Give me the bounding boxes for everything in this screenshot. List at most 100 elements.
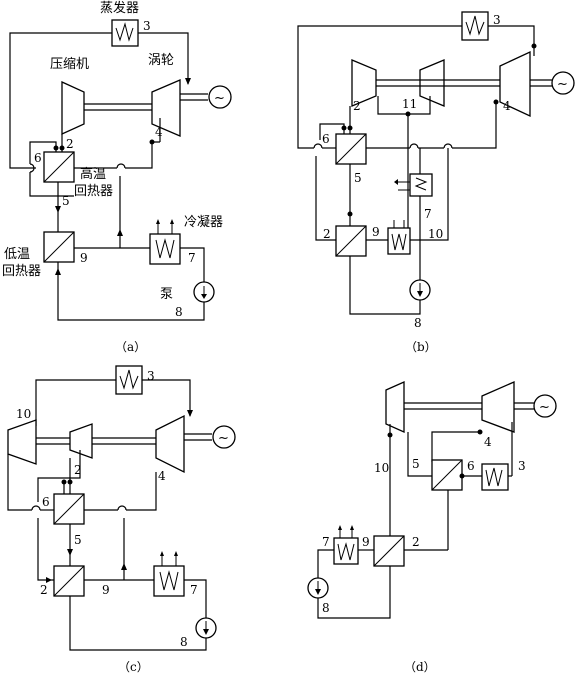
node-label: 7 xyxy=(190,583,198,597)
generator-icon xyxy=(551,71,575,95)
node-label: 8 xyxy=(322,601,330,615)
flow-line xyxy=(29,172,74,197)
flow-line xyxy=(452,102,497,149)
node-label: 2 xyxy=(66,137,74,151)
compressor-shape xyxy=(69,423,93,459)
label-hx-low: 低温 xyxy=(4,247,30,262)
node-label: 2 xyxy=(74,463,82,477)
diagonal xyxy=(335,133,367,165)
subfigure-a: 蒸发器 3 压缩机 涡轮 ~ 6 2 4 高温 回热器 xyxy=(2,0,232,354)
label-condenser: 冷凝器 xyxy=(184,214,223,230)
generator-icon xyxy=(208,85,232,109)
flow-line xyxy=(377,96,431,115)
node-label: 7 xyxy=(424,207,432,221)
generator-icon xyxy=(212,425,236,449)
crossover xyxy=(29,163,35,173)
arrow-icon xyxy=(350,525,354,530)
arrow-icon xyxy=(46,577,52,583)
node-label: 9 xyxy=(372,225,380,239)
flow-line xyxy=(407,432,432,477)
arrow-icon xyxy=(394,179,398,185)
node-label: 10 xyxy=(374,461,389,475)
flow-line xyxy=(7,454,32,511)
node-label: 10 xyxy=(428,227,443,241)
node-label: 2 xyxy=(353,99,361,113)
compressor-shape xyxy=(419,59,445,107)
node-label: 8 xyxy=(180,635,188,649)
arrow-icon xyxy=(156,219,160,224)
node-label: 8 xyxy=(414,316,422,330)
node-label: 4 xyxy=(484,435,492,449)
diagonal xyxy=(43,151,75,183)
label-hx-high-2: 回热器 xyxy=(74,184,113,199)
subfigure-b: 3 ~ 11 2 6 4 5 xyxy=(297,11,575,354)
flow-line xyxy=(488,25,535,46)
node-label: 9 xyxy=(362,535,370,549)
heater-coil-icon xyxy=(119,369,139,390)
node-label: 6 xyxy=(467,459,475,473)
junction-dot xyxy=(149,139,155,145)
node-label: 11 xyxy=(402,97,417,111)
arrow-icon xyxy=(203,629,209,635)
arrow-icon xyxy=(201,294,207,299)
node-label: 2 xyxy=(412,535,420,549)
heater-coil-icon xyxy=(465,15,485,36)
heater-box xyxy=(481,463,509,491)
node-label: 9 xyxy=(80,251,88,265)
turbine-shape xyxy=(499,50,531,118)
arrow-icon xyxy=(55,206,61,213)
flow-line xyxy=(57,262,205,321)
arrow-icon xyxy=(121,563,127,570)
crossover xyxy=(117,505,127,511)
flow-line xyxy=(180,247,205,282)
generator-icon xyxy=(533,394,557,418)
node-label: 6 xyxy=(322,132,330,146)
diagonal xyxy=(53,565,85,597)
flow-line xyxy=(125,141,160,169)
crossover xyxy=(31,505,41,511)
compressor-shape xyxy=(385,380,405,434)
condenser-box xyxy=(333,537,359,565)
arrow-icon xyxy=(170,219,174,224)
cooler-box xyxy=(409,173,433,197)
arrow-icon xyxy=(315,589,321,595)
flow-line xyxy=(319,123,345,140)
flow-line xyxy=(29,141,57,164)
flow-line xyxy=(35,379,116,426)
arrow-icon xyxy=(187,410,193,417)
compressor-shape xyxy=(61,80,85,136)
node-label: 3 xyxy=(493,13,501,27)
caption-a: （a） xyxy=(115,340,146,354)
turbine-shape xyxy=(151,79,181,137)
flow-line xyxy=(297,25,462,149)
flow-line xyxy=(142,379,191,416)
arrow-icon xyxy=(338,525,342,530)
generator-symbol: ~ xyxy=(539,400,550,415)
arrow-icon xyxy=(67,549,73,556)
arrow-icon xyxy=(117,229,123,236)
generator-symbol: ~ xyxy=(557,77,568,92)
label-pump: 泵 xyxy=(160,287,173,302)
turbine-shape xyxy=(7,419,37,465)
node-label: 5 xyxy=(74,533,82,547)
junction-dot xyxy=(477,429,483,435)
cooler-coil-icon xyxy=(155,238,175,259)
arrow-icon xyxy=(55,268,61,275)
cooler-coil-icon xyxy=(414,177,428,191)
diagonal xyxy=(53,493,85,525)
crossover xyxy=(443,143,453,149)
heater-coil-icon xyxy=(485,467,503,487)
caption-d: （d） xyxy=(404,660,436,674)
node-label: 10 xyxy=(16,407,31,421)
node-label: 9 xyxy=(102,583,110,597)
node-label: 2 xyxy=(323,227,331,241)
flow-line xyxy=(9,32,112,169)
label-hx-low-2: 回热器 xyxy=(2,264,41,279)
label-hx-high: 高温 xyxy=(80,166,106,182)
label-turbine: 涡轮 xyxy=(148,53,174,68)
node-label: 4 xyxy=(155,125,163,139)
diagonal xyxy=(431,459,463,491)
node-label: 4 xyxy=(503,99,511,113)
condenser-box xyxy=(387,227,411,255)
node-label: 5 xyxy=(62,194,70,208)
